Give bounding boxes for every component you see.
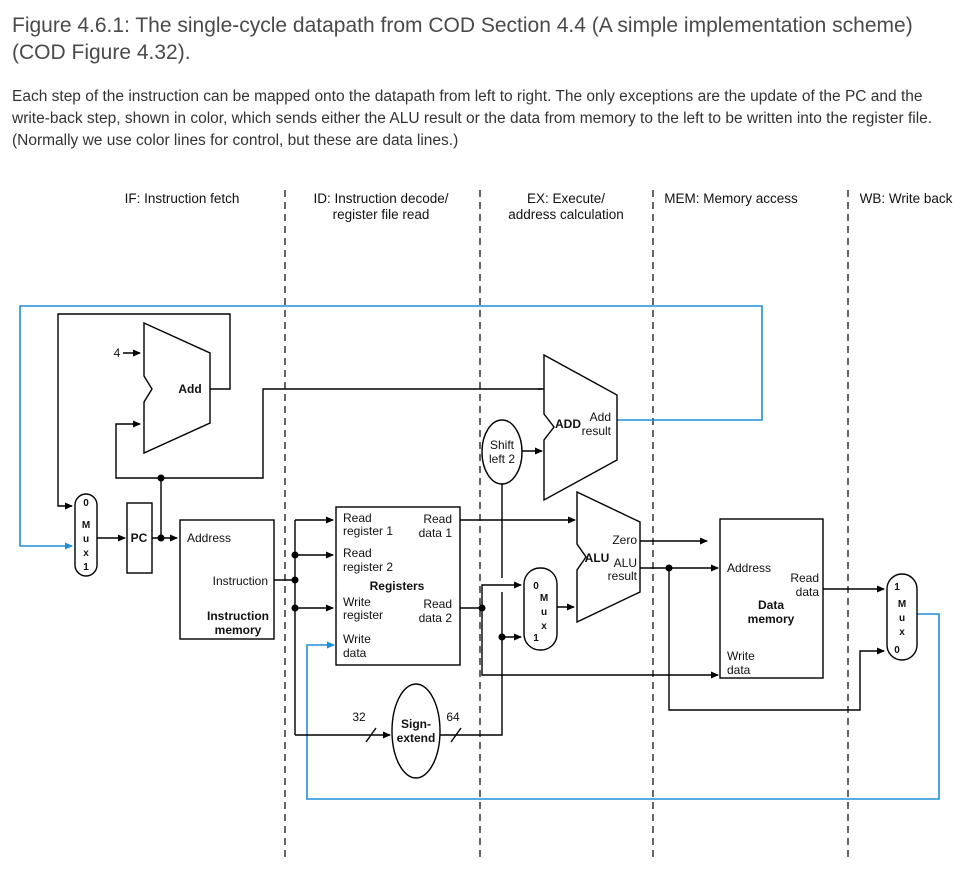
sign-extend	[391, 683, 441, 779]
figure-caption: Figure 4.6.1: The single-cycle datapath …	[12, 14, 913, 64]
wb-mux-one: 1	[894, 582, 900, 593]
pc-register	[126, 502, 153, 574]
alu-mux-x: x	[541, 621, 547, 632]
register-file	[335, 506, 461, 666]
sign-extend-label-1: Sign-	[401, 717, 431, 731]
dmem-write-2: data	[727, 663, 751, 677]
imem-instruction-label: Instruction	[213, 574, 268, 588]
alu-mux: 0 M u x 1	[523, 567, 558, 651]
alu-result-2: result	[608, 569, 638, 583]
reg-write-reg-b: register	[343, 608, 383, 622]
add-result-1: Add	[590, 410, 611, 424]
alu-zero-label: Zero	[612, 533, 637, 547]
figure-description: Each step of the instruction can be mapp…	[12, 88, 933, 149]
stage-ex-label-1: EX: Execute/	[527, 191, 605, 206]
dmem-read-2: data	[796, 585, 820, 599]
pc-label: PC	[131, 531, 148, 545]
stage-id-label-1: ID: Instruction decode/	[313, 191, 448, 206]
stage-id-label-2: register file read	[333, 207, 430, 222]
junction-dots	[157, 474, 673, 641]
wb-mux: 1 M u x 0	[886, 573, 918, 661]
pc-adder	[143, 321, 211, 455]
dmem-write-1: Write	[727, 649, 755, 663]
reg-data2-b: data 2	[419, 611, 453, 625]
sign-extend-label-2: extend	[397, 731, 436, 745]
dmem-address-label: Address	[727, 561, 771, 575]
adder-constant-4: 4	[114, 346, 121, 360]
stage-wb-label: WB: Write back	[860, 191, 953, 206]
pc-mux-x: x	[83, 548, 89, 559]
reg-data2-a: Read	[423, 597, 452, 611]
branch-adder	[543, 353, 618, 502]
reg-read1-b: register 1	[343, 524, 393, 538]
stage-if-label: IF: Instruction fetch	[125, 191, 240, 206]
alu-mux-m: M	[540, 593, 548, 604]
alu	[576, 490, 641, 624]
branch-adder-label: ADD	[555, 417, 581, 431]
pc-mux-m: M	[82, 520, 90, 531]
shift-left-2	[481, 419, 523, 485]
reg-read2-b: register 2	[343, 560, 393, 574]
pc-mux: 0 M u x 1	[74, 493, 98, 577]
writeback-lines	[19, 305, 940, 800]
imem-name-2: memory	[215, 623, 262, 637]
wb-mux-m: M	[898, 599, 906, 610]
alu-mux-u: u	[541, 607, 547, 618]
reg-write-reg-a: Write	[343, 595, 371, 609]
shift-label-1: Shift	[490, 438, 515, 452]
pc-adder-label: Add	[178, 382, 201, 396]
instruction-memory	[179, 519, 275, 640]
alu-label: ALU	[585, 551, 610, 565]
alu-mux-zero: 0	[533, 581, 539, 592]
pc-mux-u: u	[83, 534, 89, 545]
reg-read1-a: Read	[343, 511, 372, 525]
wb-mux-zero: 0	[894, 645, 900, 656]
dmem-name-1: Data	[758, 598, 784, 612]
registers-label: Registers	[370, 579, 425, 593]
width-out-label: 64	[446, 710, 460, 724]
reg-write-data-a: Write	[343, 632, 371, 646]
pc-mux-one: 1	[83, 562, 89, 573]
reg-data1-a: Read	[423, 512, 452, 526]
wb-mux-u: u	[899, 613, 905, 624]
stage-mem-label: MEM: Memory access	[664, 191, 798, 206]
pc-mux-zero: 0	[83, 498, 89, 509]
dmem-read-1: Read	[790, 571, 819, 585]
dmem-name-2: memory	[748, 612, 795, 626]
stage-ex-label-2: address calculation	[508, 207, 624, 222]
shift-label-2: left 2	[489, 452, 515, 466]
add-result-2: result	[582, 424, 612, 438]
alu-result-1: ALU	[614, 556, 637, 570]
imem-address-label: Address	[187, 531, 231, 545]
width-in-label: 32	[352, 710, 366, 724]
reg-read2-a: Read	[343, 546, 372, 560]
reg-write-data-b: data	[343, 646, 367, 660]
data-memory	[719, 518, 824, 679]
wb-mux-x: x	[899, 627, 905, 638]
imem-name-1: Instruction	[207, 609, 269, 623]
reg-data1-b: data 1	[419, 526, 453, 540]
alu-mux-one: 1	[533, 633, 539, 644]
